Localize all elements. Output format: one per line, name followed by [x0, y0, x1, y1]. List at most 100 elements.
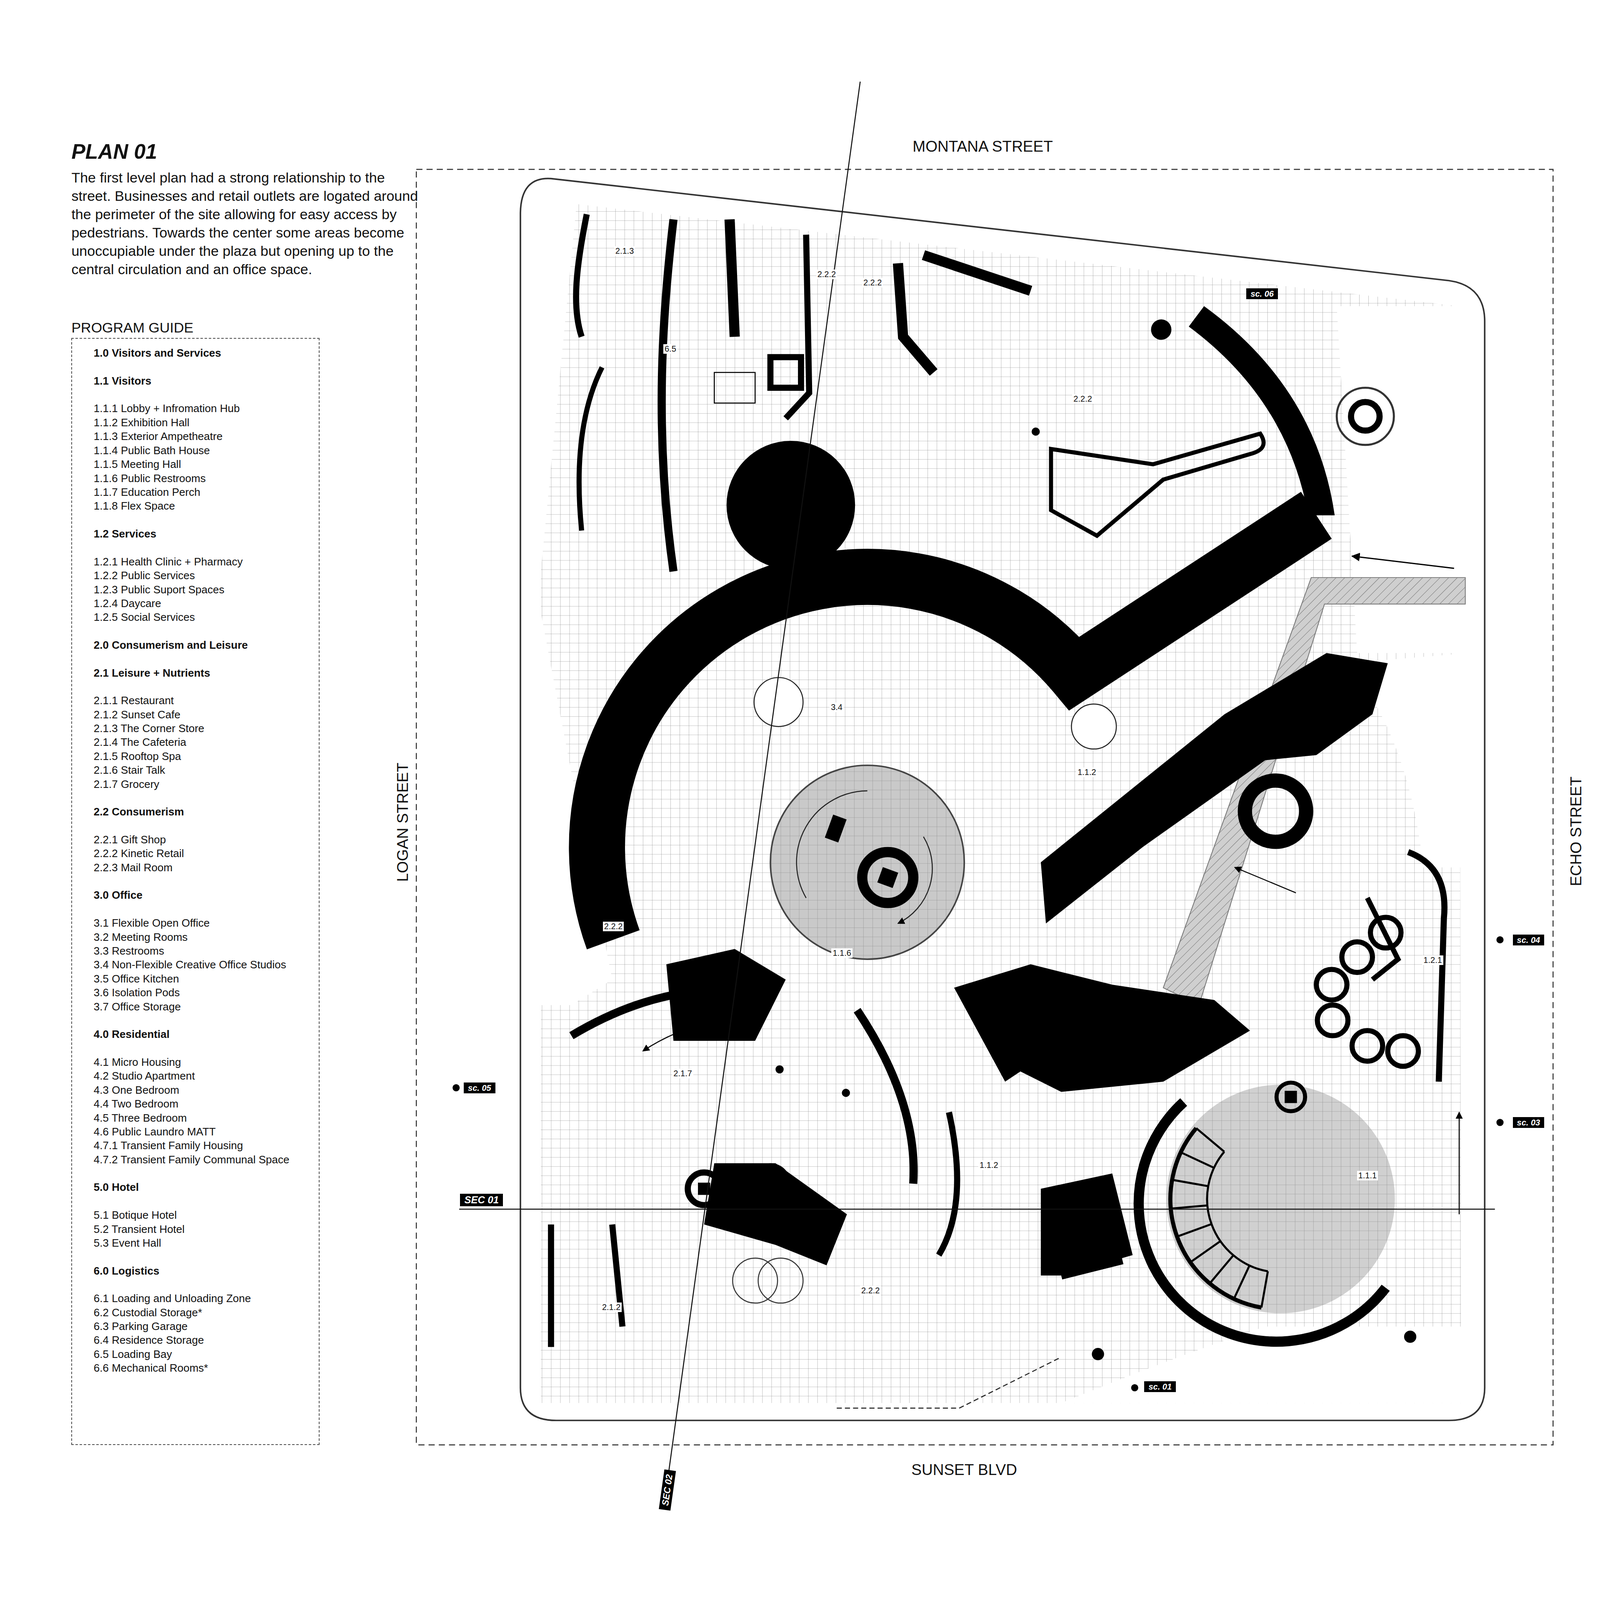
rotunda: [1138, 1082, 1395, 1342]
program-entry: 1.1.6 Public Restrooms: [93, 472, 206, 485]
column-dot: [775, 319, 1417, 1361]
section-dot: [1496, 936, 1504, 944]
structural-mass: [1071, 704, 1117, 750]
program-entry: 4.0 Residential: [93, 1027, 170, 1041]
program-entry: 1.1.8 Flex Space: [93, 499, 175, 513]
program-entry: 5.2 Transient Hotel: [93, 1222, 185, 1236]
program-entry: 4.2 Studio Apartment: [93, 1069, 195, 1083]
street-name: MONTANA STREET: [911, 137, 1054, 156]
section-line: [459, 1208, 1495, 1210]
rotunda: [1170, 1128, 1268, 1308]
section-dot: [452, 936, 1504, 1392]
scallop-wall: [1317, 1005, 1348, 1036]
central-plaza: [796, 790, 868, 898]
program-entry: 2.1.6 Stair Talk: [93, 763, 166, 777]
section-tag-text: sc. 06: [1250, 288, 1274, 299]
floor-grid: [540, 204, 1462, 1404]
section-tag-text: sc. 05: [467, 1082, 492, 1093]
program-entry: 3.5 Office Kitchen: [93, 972, 180, 986]
structural-mass: [704, 1163, 848, 1266]
program-entry: 2.1.7 Grocery: [93, 777, 160, 791]
section-tag-text: SEC 02: [659, 1473, 675, 1507]
column-dot: [1404, 1330, 1417, 1343]
column-dot: [1031, 427, 1040, 436]
site-boundary: [520, 178, 1485, 1421]
plan-title: PLAN 01: [71, 140, 158, 165]
structural-mass: [750, 1163, 791, 1205]
program-entry: 1.2.4 Daycare: [93, 597, 162, 610]
wall: [857, 1010, 914, 1184]
program-entry: 2.2.2 Kinetic Retail: [93, 847, 185, 860]
rotunda: [1166, 1084, 1395, 1314]
central-plaza: [862, 852, 913, 903]
rotunda: [1276, 1082, 1306, 1112]
program-entry: 6.1 Loading and Unloading Zone: [93, 1292, 251, 1305]
scallop-wall: [1387, 1035, 1419, 1067]
section-dot: [452, 1084, 460, 1092]
program-entry: 2.1.4 The Cafeteria: [93, 735, 187, 749]
room-number: 1.2.1: [1422, 955, 1443, 965]
program-entry: 6.6 Mechanical Rooms*: [93, 1361, 209, 1375]
structural-mass: [666, 949, 786, 1041]
program-entry: 1.2 Services: [93, 527, 157, 541]
central-plaza: [770, 765, 965, 960]
scallop-wall: [1316, 969, 1347, 1000]
section-dot: [1496, 1118, 1504, 1126]
wall: [550, 1224, 623, 1348]
program-entry: 3.2 Meeting Rooms: [93, 930, 188, 944]
program-entry: 4.6 Public Laundro MATT: [93, 1125, 216, 1139]
room-number: 2.1.7: [672, 1068, 693, 1079]
program-entry: 3.0 Office: [93, 888, 143, 902]
wall: [661, 219, 674, 572]
wall: [770, 357, 801, 388]
program-entry: 1.2.1 Health Clinic + Pharmacy: [93, 555, 243, 569]
street-name: LOGAN STREET: [394, 761, 413, 884]
room-number: 1.1.6: [831, 948, 853, 958]
circulation-arrow: [642, 1020, 715, 1051]
program-entry: 1.0 Visitors and Services: [93, 346, 222, 360]
program-entry: 1.1.7 Education Perch: [93, 485, 201, 499]
room-number: 1.1.2: [978, 1160, 1000, 1170]
wall: [897, 263, 934, 373]
rotunda: [1284, 1090, 1297, 1103]
section-tag: SEC 02: [658, 1469, 676, 1511]
program-entry: 2.0 Consumerism and Leisure: [93, 638, 248, 652]
circulation-arrow: [1458, 1112, 1460, 1215]
section-dot: [1131, 1384, 1139, 1392]
program-entry: 1.2.3 Public Suport Spaces: [93, 583, 225, 597]
section-tag: sc. 06: [1246, 288, 1278, 300]
wall: [550, 214, 1445, 1347]
section-tag-text: SEC 01: [464, 1194, 499, 1207]
program-entry: 1.1.1 Lobby + Infromation Hub: [93, 402, 240, 415]
program-entry: 2.2 Consumerism: [93, 805, 185, 819]
site-boundary: [416, 169, 1553, 1445]
program-entry: 4.7.1 Transient Family Housing: [93, 1139, 243, 1153]
program-entry: 4.7.2 Transient Family Communal Space: [93, 1153, 290, 1167]
program-entry: 4.3 One Bedroom: [93, 1083, 180, 1097]
structural-mass: [726, 440, 856, 570]
wall: [1408, 852, 1445, 1082]
stair-core: [687, 387, 1395, 1304]
room-number: 1.1.1: [1357, 1170, 1378, 1181]
program-entry: 1.1.4 Public Bath House: [93, 444, 210, 458]
room-number: 1.1.2: [1076, 767, 1098, 778]
program-entry: 6.2 Custodial Storage*: [93, 1306, 203, 1320]
site-boundary: [416, 169, 1553, 1445]
rotunda: [1138, 1102, 1386, 1342]
section-tag: sc. 04: [1512, 934, 1545, 946]
program-entry: 4.4 Two Bedroom: [93, 1097, 179, 1111]
room-number: 2.2.2: [602, 921, 624, 932]
section-tag-text: sc. 01: [1148, 1381, 1172, 1392]
program-entry: 6.3 Parking Garage: [93, 1320, 188, 1333]
section-tag: sc. 05: [463, 1082, 496, 1094]
program-entry: 3.4 Non-Flexible Creative Office Studios: [93, 958, 287, 972]
program-entry: 2.1.5 Rooftop Spa: [93, 750, 182, 763]
central-plaza: [770, 765, 965, 960]
wall: [1061, 1260, 1123, 1276]
room-number: 2.1.3: [614, 246, 635, 256]
program-entry: 1.1.2 Exhibition Hall: [93, 416, 190, 430]
program-entry: 2.2.1 Gift Shop: [93, 833, 166, 847]
section-tag: SEC 01: [460, 1193, 503, 1207]
room-number: 3.4: [829, 702, 844, 713]
